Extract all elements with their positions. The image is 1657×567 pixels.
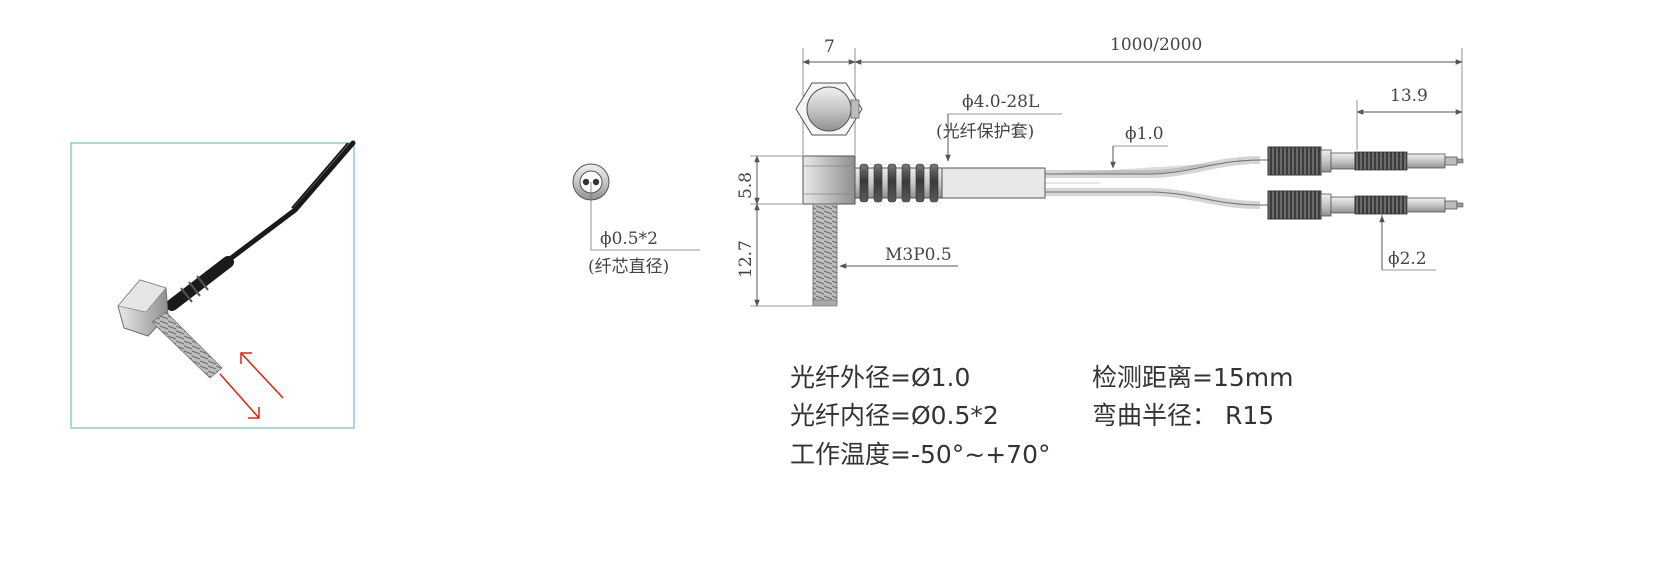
detection-arrows: [219, 352, 284, 419]
dim-fiber: ϕ1.0: [1125, 124, 1164, 144]
hex-nut-top-view: [795, 82, 863, 136]
fiber-cable-image: [166, 140, 356, 311]
sleeve-ridges: [180, 275, 209, 303]
thread-spec: M3P0.5: [885, 245, 952, 265]
threaded-stud-image: [151, 311, 223, 379]
sensor-head-side: [802, 155, 856, 307]
dim-plug-diameter: ϕ2.2: [1388, 249, 1427, 269]
core-diameter-label: ϕ0.5*2: [600, 229, 658, 249]
fiber-cross-section: ϕ0.5*2 (纤芯直径): [572, 163, 700, 277]
dim-head-width: 7: [824, 37, 835, 57]
dim-sleeve: ϕ4.0-28L: [962, 92, 1039, 112]
spec-outer-diameter: 光纤外径=Ø1.0: [790, 363, 970, 392]
dim-thread-length: 12.7: [736, 240, 756, 278]
specifications: 光纤外径=Ø1.0 光纤内径=Ø0.5*2 工作温度=-50°~+70° 检测距…: [790, 363, 1293, 469]
dim-head-height: 5.8: [736, 172, 756, 199]
dim-cable-length: 1000/2000: [1110, 35, 1202, 55]
product-photo: [70, 140, 356, 429]
connector-lower: [1267, 190, 1464, 220]
dim-plug-length: 13.9: [1390, 86, 1428, 106]
spec-temperature: 工作温度=-50°~+70°: [790, 440, 1051, 469]
spec-detection-distance: 检测距离=15mm: [1092, 363, 1293, 392]
fibers: [1045, 156, 1270, 209]
ribbed-sleeve: [854, 163, 1046, 203]
connector-upper: [1267, 146, 1464, 176]
spec-bend-radius: 弯曲半径： R15: [1092, 401, 1274, 430]
core-diameter-note: (纤芯直径): [588, 257, 669, 277]
technical-drawing: 7 1000/2000 ϕ4.0-28L (光纤保护套) ϕ1.0: [736, 35, 1464, 307]
sleeve-note: (光纤保护套): [936, 122, 1034, 142]
spec-inner-diameter: 光纤内径=Ø0.5*2: [790, 401, 999, 430]
